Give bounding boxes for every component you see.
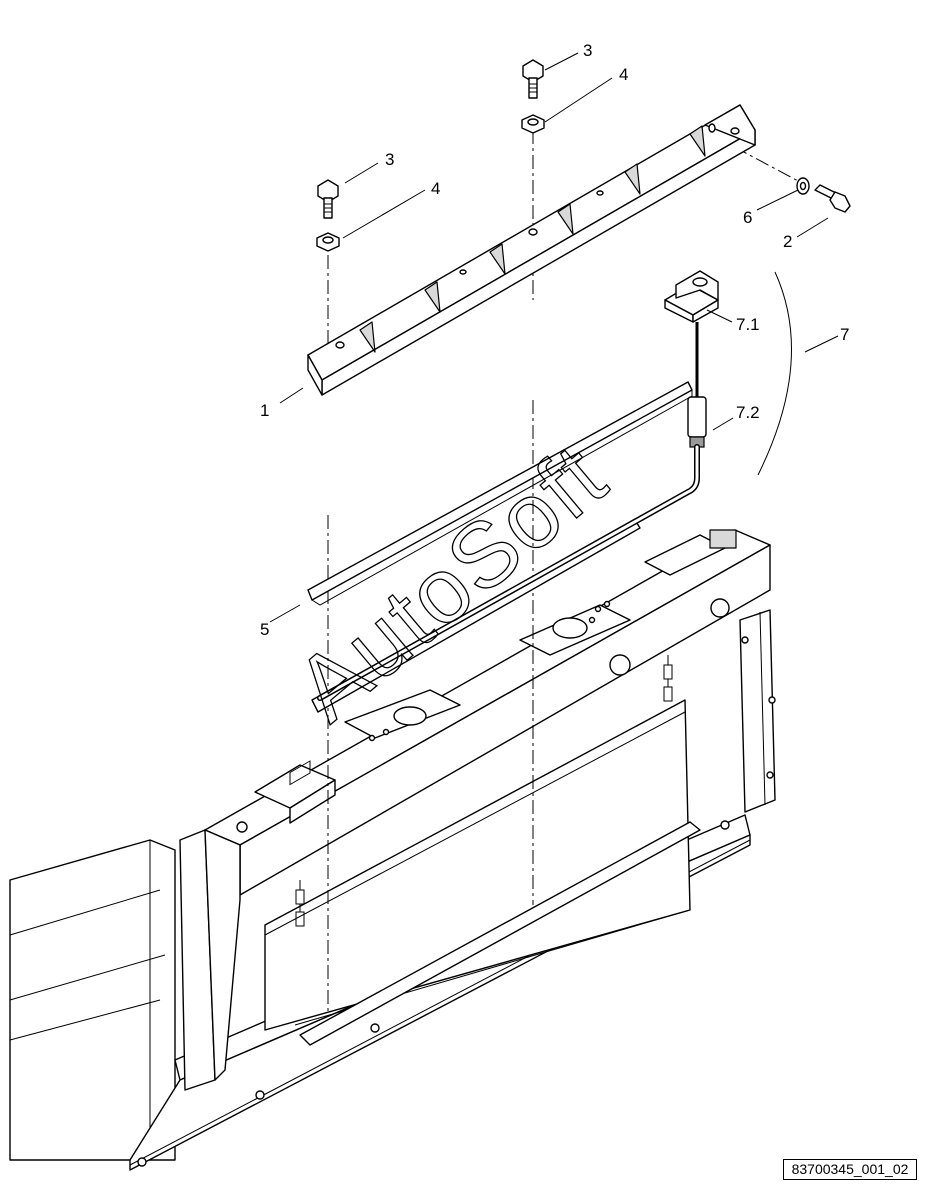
sensor-body (687, 396, 707, 438)
chains (295, 655, 673, 927)
left-rail (9, 839, 176, 1161)
part-3-bolt-lower (317, 179, 339, 219)
right-upright-edge (759, 611, 766, 806)
beam-end-hole (236, 821, 248, 833)
block-right-cap (709, 529, 737, 549)
callout-2: 2 (783, 232, 792, 251)
channel-end (307, 354, 323, 396)
leader-lines (269, 52, 839, 623)
lower-strip (299, 821, 701, 1046)
left-post-face (204, 829, 241, 1081)
callout-3-lower: 3 (385, 150, 394, 169)
callout-4-lower: 4 (431, 179, 440, 198)
left-rail-edge-lower (9, 999, 161, 1041)
callout-6: 6 (743, 208, 752, 227)
left-rail-edges (9, 840, 166, 1160)
callout-4-upper: 4 (619, 65, 628, 84)
figure-reference-number: 83700345_001_02 (783, 1159, 917, 1180)
callout-7-2: 7.2 (736, 403, 760, 422)
part-4-nut-lower (316, 232, 340, 252)
callouts: 3 4 3 4 1 6 2 7.1 7 7.2 5 (260, 41, 849, 639)
callout-7: 7 (840, 325, 849, 344)
frame-assembly (9, 529, 776, 1171)
channel-front-face (321, 129, 756, 396)
center-lines (327, 130, 801, 1015)
group-7-brace (757, 271, 792, 476)
block-left-slot (289, 760, 311, 786)
part-1-channel-bar (307, 104, 756, 396)
part-7-sensor-assembly (317, 270, 792, 701)
channel-top-face (307, 104, 756, 381)
part-2-bolt (814, 184, 851, 213)
plate-left-hole (393, 706, 427, 726)
block-left-face (289, 779, 336, 824)
plate-right-hole (552, 617, 588, 639)
callout-7-1: 7.1 (736, 315, 760, 334)
callout-3-upper: 3 (583, 41, 592, 60)
part-4-nut-upper (521, 114, 545, 134)
part-3-bolt-upper (522, 59, 544, 99)
callout-1: 1 (260, 401, 269, 420)
hanging-panel-edge (264, 711, 686, 936)
callout-5: 5 (260, 620, 269, 639)
beam-hole-1 (609, 654, 631, 676)
part-6-washer (796, 177, 810, 195)
beam-hole-2 (710, 598, 730, 618)
channel-end-flange (704, 104, 756, 146)
